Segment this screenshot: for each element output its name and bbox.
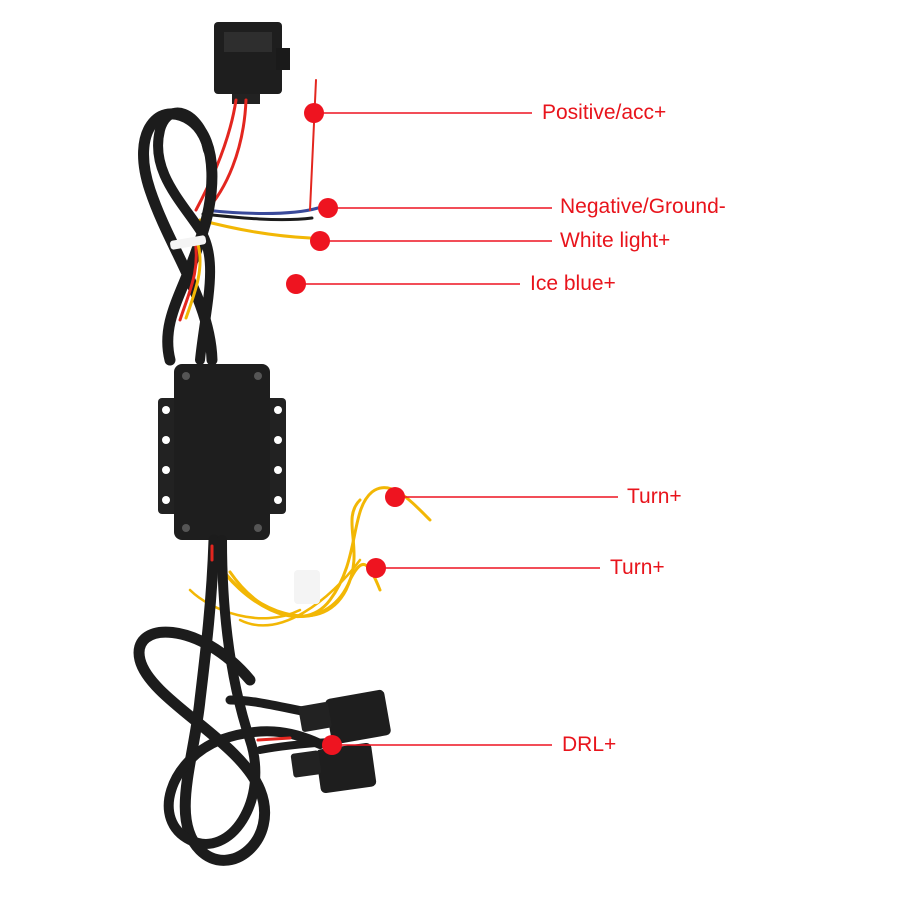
label-ice-blue: Ice blue+	[530, 272, 616, 295]
label-positive-acc: Positive/acc+	[542, 101, 667, 124]
upper-cable-loop	[138, 107, 218, 366]
label-negative-ground: Negative/Ground-	[560, 195, 726, 218]
marker-dot-white-light	[310, 231, 330, 251]
label-drl: DRL+	[562, 733, 617, 756]
marker-dot-positive-acc	[304, 103, 324, 123]
label-white-light: White light+	[560, 229, 671, 252]
marker-dot-ice-blue	[286, 274, 306, 294]
drl-connectors	[290, 689, 391, 794]
label-turn-2: Turn+	[610, 556, 665, 579]
marker-dot-turn-1	[385, 487, 405, 507]
label-turn-1: Turn+	[627, 485, 682, 508]
marker-dot-negative-ground	[318, 198, 338, 218]
marker-dot-drl	[322, 735, 342, 755]
top-connector	[214, 22, 290, 104]
control-module	[158, 364, 286, 540]
marker-dot-turn-2	[366, 558, 386, 578]
callout-layer	[286, 103, 618, 755]
